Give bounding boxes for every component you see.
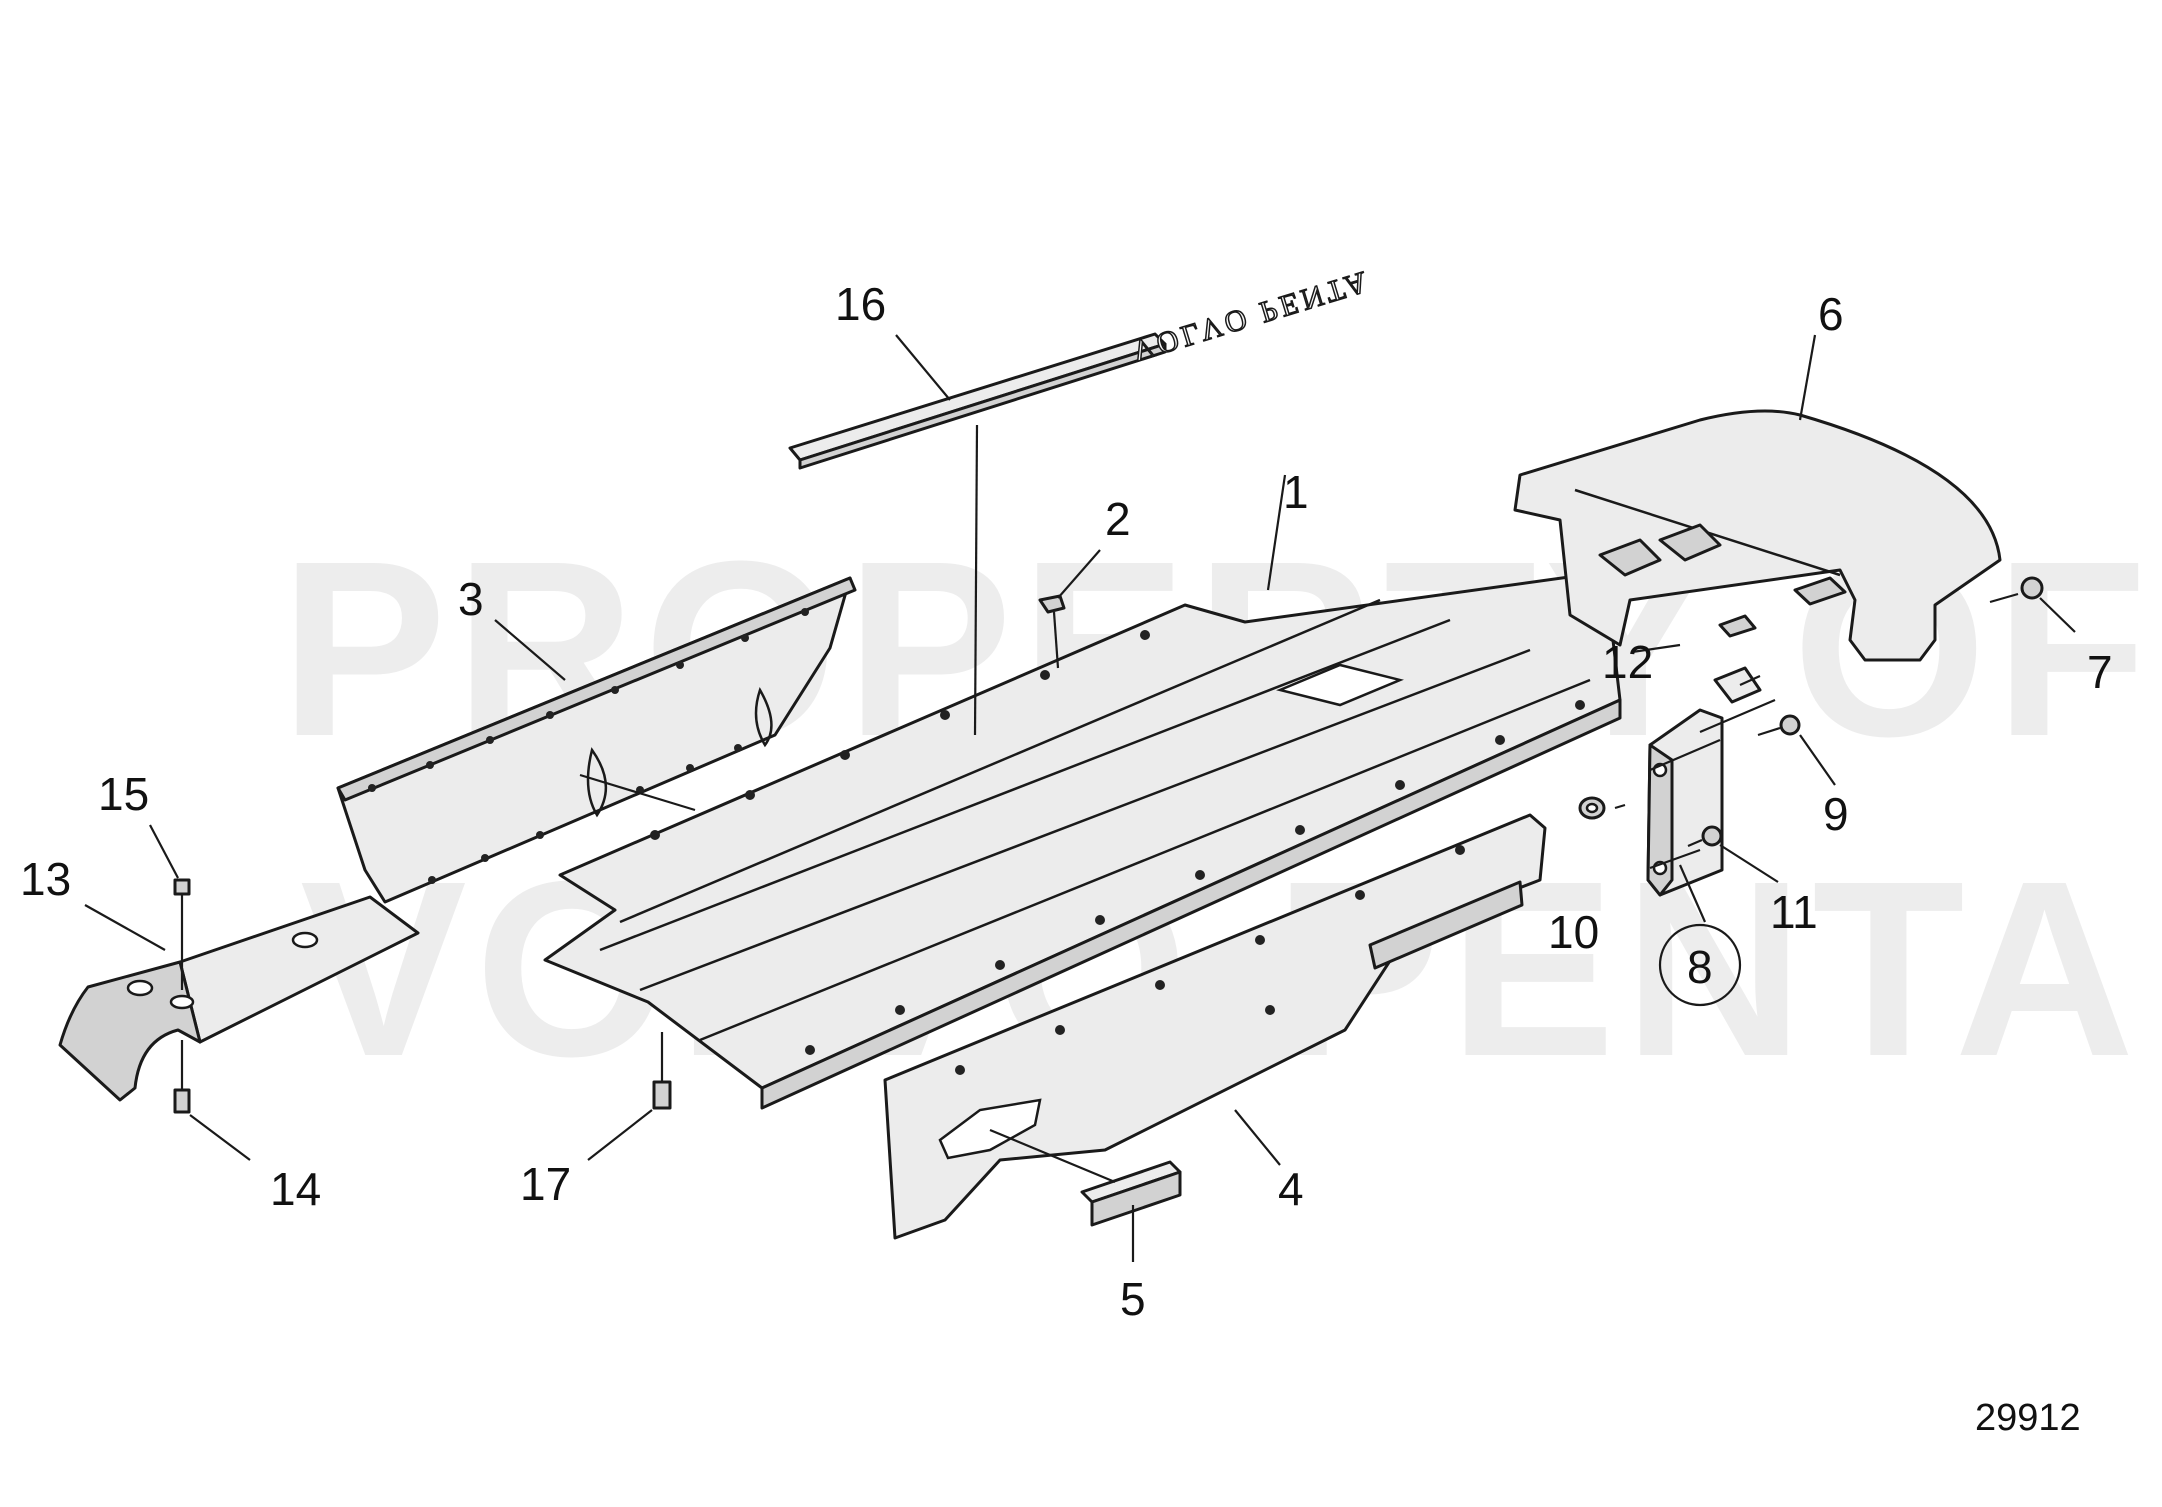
part-3-side-panel [336,576,857,904]
part-7-screw [1989,576,2044,604]
callout-17: 17 [520,1158,571,1210]
callouts: 1 2 3 4 5 6 7 8 9 10 11 12 13 14 15 16 1… [20,278,2113,1325]
leader-lines [84,334,2076,1262]
part-12-plug [1718,614,1757,638]
part-4-front-panel [883,813,1547,1240]
deck-fastener-holes [650,630,1585,1055]
part-5-strip [1080,1160,1182,1227]
part-11-screw [1687,825,1723,848]
part-8-bracket [1646,708,1724,897]
callout-12: 12 [1602,636,1653,688]
part-2-fastener [1038,594,1066,669]
callout-7: 7 [2087,646,2113,698]
part-14-stud [173,1040,191,1114]
front-panel-holes [955,845,1465,1075]
callout-15: 15 [98,768,149,820]
callout-9: 9 [1823,788,1849,840]
drawing-number: 29912 [1975,1397,2081,1439]
part-6-cover [1513,409,2002,704]
callout-1: 1 [1283,466,1309,518]
part-9-screw [1757,714,1801,737]
side-panel-holes [368,608,809,884]
callout-8-ring [1658,923,1742,1007]
callout-8: 8 [1687,941,1713,993]
callout-2: 2 [1105,493,1131,545]
part-13-bracket [58,895,420,1102]
callout-11: 11 [1770,886,1818,938]
part-1-deck-plate [543,570,1622,1110]
callout-6: 6 [1818,288,1844,340]
part-17-stud [652,1032,672,1110]
callout-13: 13 [20,853,71,905]
callout-5: 5 [1120,1273,1146,1325]
part-15-bolt [173,878,191,990]
emblem-text: VOLVO PENTA [1128,264,1375,368]
part-10-washer [1578,796,1606,820]
callout-4: 4 [1278,1163,1304,1215]
callout-10: 10 [1548,906,1599,958]
callout-3: 3 [458,573,484,625]
callout-14: 14 [270,1163,321,1215]
callout-16: 16 [835,278,886,330]
